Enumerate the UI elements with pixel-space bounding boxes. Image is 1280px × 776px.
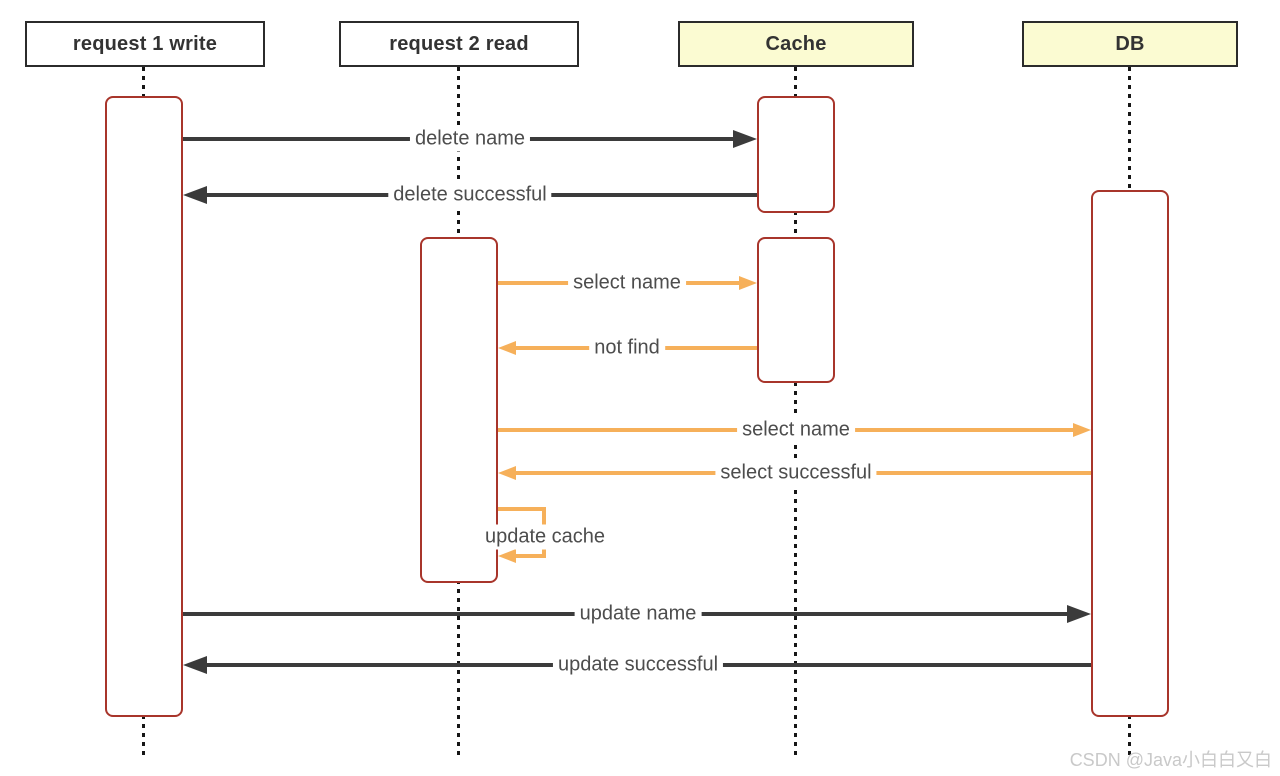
participant-label: Cache: [765, 32, 827, 55]
message-label: select successful: [715, 460, 877, 486]
arrowhead-left: [183, 656, 207, 674]
participant-db: DB: [1022, 21, 1238, 67]
participant-label: request 1 write: [72, 32, 218, 55]
self-message-bottom-line: [516, 554, 546, 558]
activation-bar-cache-2: [757, 237, 835, 383]
message-label: delete successful: [388, 182, 552, 208]
participant-request-1-write: request 1 write: [25, 21, 265, 67]
arrowhead-left: [498, 466, 516, 480]
self-message-top-line: [498, 507, 546, 511]
participant-label: request 2 read: [389, 32, 529, 55]
lifeline-cache: [794, 67, 797, 757]
message-label: update successful: [552, 652, 724, 678]
arrowhead-left: [498, 549, 516, 563]
arrowhead-left: [183, 186, 207, 204]
message-label: not find: [589, 335, 665, 361]
activation-bar-request-1-write: [105, 96, 183, 717]
message-label: update name: [574, 601, 702, 627]
participant-label: DB: [1115, 32, 1145, 55]
arrowhead-right: [733, 130, 757, 148]
watermark: CSDN @Java小白白又白: [1069, 750, 1272, 770]
participant-cache: Cache: [678, 21, 914, 67]
arrowhead-left: [498, 341, 516, 355]
message-label: update cache: [479, 524, 611, 550]
activation-bar-cache-1: [757, 96, 835, 213]
message-label: delete name: [409, 126, 531, 152]
message-label: select name: [737, 417, 855, 443]
arrowhead-right: [1073, 423, 1091, 437]
message-label: select name: [568, 270, 686, 296]
arrowhead-right: [1067, 605, 1091, 623]
participant-request-2-read: request 2 read: [339, 21, 579, 67]
activation-bar-db: [1091, 190, 1169, 717]
arrowhead-right: [739, 276, 757, 290]
